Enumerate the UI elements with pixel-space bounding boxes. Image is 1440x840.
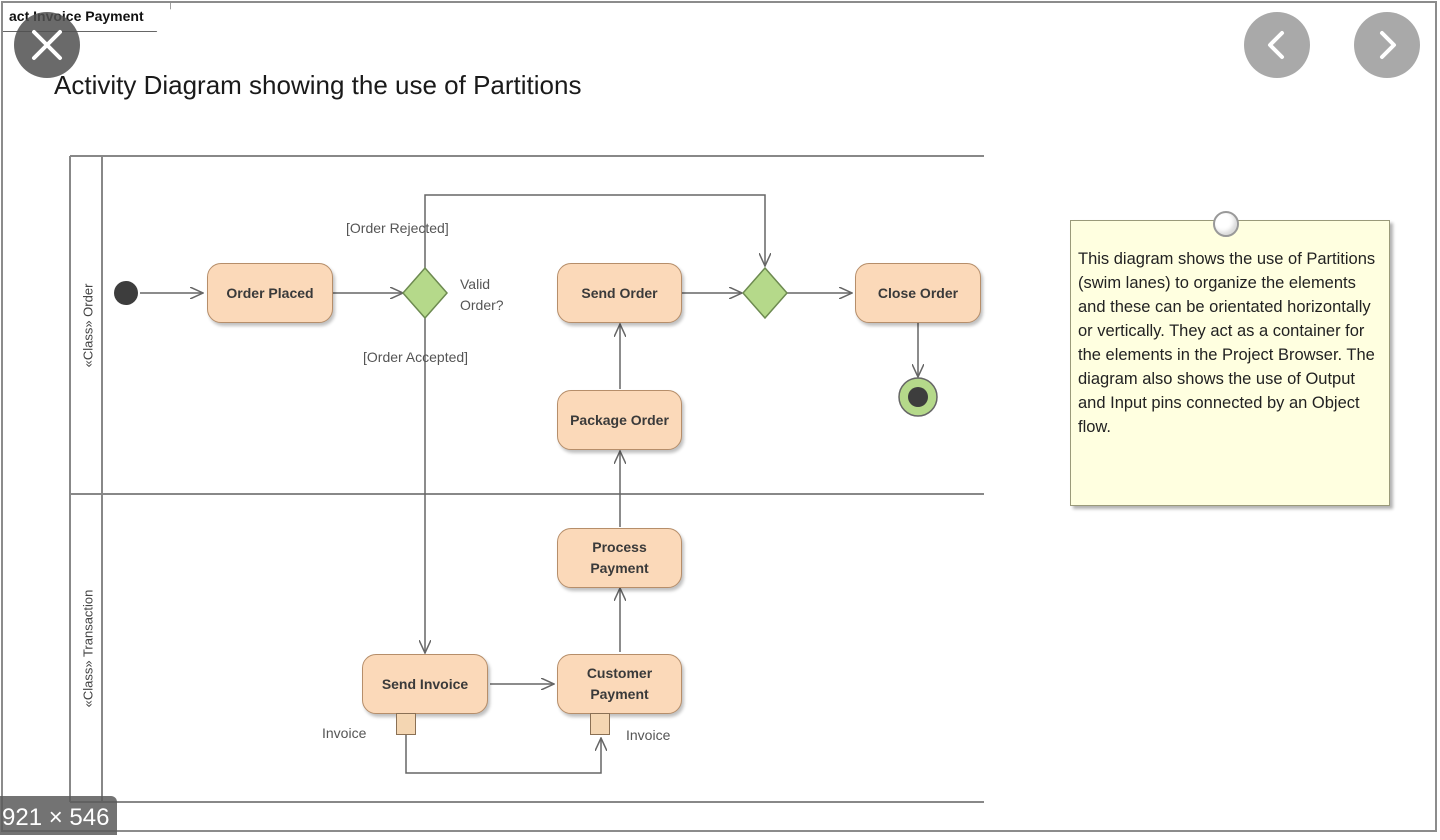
control-flows xyxy=(140,194,918,774)
close-button[interactable] xyxy=(14,12,80,78)
action-send-order: Send Order xyxy=(557,263,682,323)
output-pin-invoice xyxy=(396,713,416,735)
chevron-left-icon xyxy=(1268,31,1284,59)
action-close-order: Close Order xyxy=(855,263,981,323)
action-customer-payment: Customer Payment xyxy=(557,654,682,714)
action-process-payment: Process Payment xyxy=(557,528,682,588)
action-send-invoice: Send Invoice xyxy=(362,654,488,714)
diagram-note: This diagram shows the use of Partitions… xyxy=(1070,211,1390,506)
decision-valid-order xyxy=(402,266,448,320)
swimlanes xyxy=(69,155,984,803)
input-pin-invoice xyxy=(590,713,610,735)
pin-label-invoice-out: Invoice xyxy=(322,725,367,741)
merge-node xyxy=(742,266,788,320)
close-icon xyxy=(32,30,62,60)
final-node xyxy=(898,377,938,417)
image-dimensions-badge: 921 × 546 xyxy=(0,796,118,835)
next-button[interactable] xyxy=(1354,12,1420,78)
initial-node xyxy=(114,281,138,305)
chevron-right-icon xyxy=(1380,31,1396,59)
decision-label-valid-order: Valid Order? xyxy=(460,276,504,313)
action-package-order: Package Order xyxy=(557,390,682,450)
note-pin-icon xyxy=(1213,211,1239,237)
pin-label-invoice-in: Invoice xyxy=(626,727,671,743)
lane-label-transaction: «Class» Transaction xyxy=(80,589,96,708)
guard-order-rejected: [Order Rejected] xyxy=(346,220,449,236)
action-order-placed: Order Placed xyxy=(207,263,333,323)
lane-label-order: «Class» Order xyxy=(80,283,96,368)
note-text: This diagram shows the use of Partitions… xyxy=(1078,250,1376,436)
guard-order-accepted: [Order Accepted] xyxy=(363,349,469,365)
previous-button[interactable] xyxy=(1244,12,1310,78)
diagram-title: Activity Diagram showing the use of Part… xyxy=(54,70,582,100)
